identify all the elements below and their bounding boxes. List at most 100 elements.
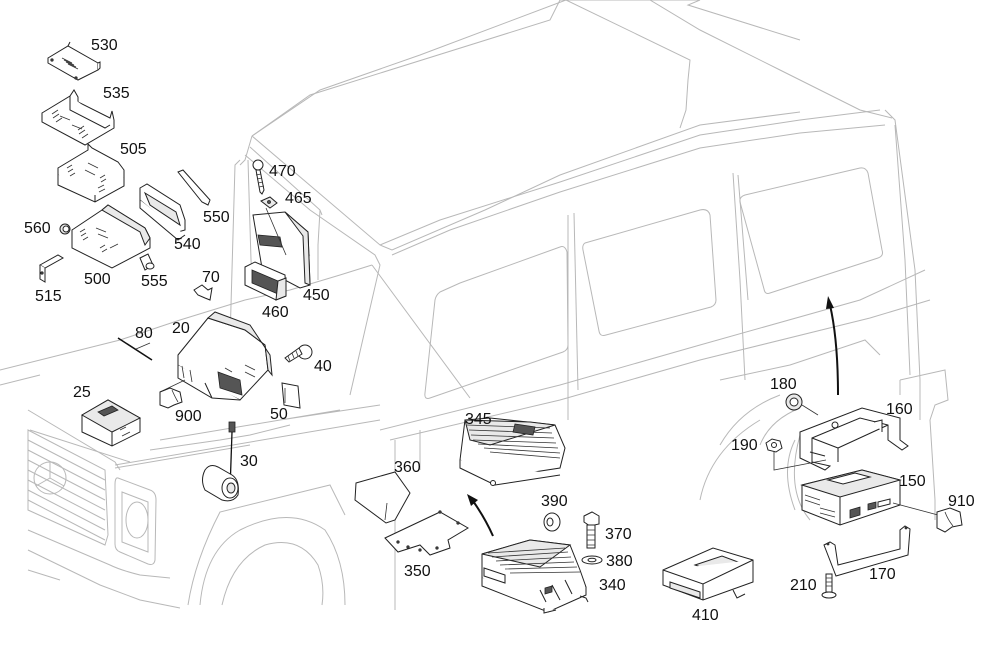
callout-180: 180 (770, 376, 797, 393)
side-step (719, 339, 881, 381)
hood-edge (27, 409, 381, 471)
part-180-grommet (785, 393, 819, 416)
part-360-cover (354, 471, 411, 524)
callout-40: 40 (314, 358, 332, 375)
roof-rear-edge (565, 0, 691, 129)
install-arrow-head-telematics (826, 296, 834, 309)
roof-outline (251, 0, 801, 251)
roof-side-upper (379, 109, 881, 246)
part-70-clip (193, 284, 213, 301)
part-470-screw (252, 159, 265, 195)
callout-555: 555 (141, 273, 168, 290)
bumper (27, 529, 181, 609)
callout-560: 560 (24, 220, 51, 237)
part-535-upper-bracket (41, 89, 115, 146)
part-190-nut (765, 438, 827, 471)
callout-460: 460 (262, 304, 289, 321)
callout-535: 535 (103, 85, 130, 102)
part-370-bolt (583, 511, 600, 549)
part-460-control-panel (244, 261, 287, 301)
callout-450: 450 (303, 287, 330, 304)
roof-rear (649, 0, 893, 119)
part-80-antenna-rod (117, 337, 153, 361)
grille (27, 429, 109, 546)
part-345-amplifier (459, 417, 566, 486)
rear-pillar (884, 109, 921, 420)
part-550-gasket (177, 169, 211, 206)
body-side-lower (394, 430, 421, 610)
b-pillar (567, 212, 579, 420)
callout-505: 505 (120, 141, 147, 158)
wheel-tire (221, 542, 324, 606)
bumper-lower (27, 569, 61, 581)
callout-30: 30 (240, 453, 258, 470)
part-350-mounting-plate (384, 510, 469, 556)
callout-70: 70 (202, 269, 220, 286)
callout-410: 410 (692, 607, 719, 624)
callout-530: 530 (91, 37, 118, 54)
part-500-mounting-housing (71, 204, 151, 269)
part-160-bracket (799, 407, 909, 471)
callout-170: 170 (869, 566, 896, 583)
callout-390: 390 (541, 493, 568, 510)
part-210-screw (821, 573, 837, 599)
rear-wheel-arch-inner (699, 419, 761, 501)
callout-900: 900 (175, 408, 202, 425)
part-555-sleeve (139, 253, 155, 271)
wheel-arch-outer (187, 484, 346, 606)
install-arrow-head-amplifier (467, 494, 478, 506)
callout-25: 25 (73, 384, 91, 401)
roof-side-lower (391, 124, 886, 256)
callout-360: 360 (394, 459, 421, 476)
callout-515: 515 (35, 288, 62, 305)
part-40-screw (284, 344, 313, 363)
callout-350: 350 (404, 563, 431, 580)
part-340-amplifier (481, 539, 589, 614)
callout-190: 190 (731, 437, 758, 454)
callout-160: 160 (886, 401, 913, 418)
callout-550: 550 (203, 209, 230, 226)
emblem-star (35, 462, 65, 487)
window-front-door-outline (424, 246, 569, 399)
rear-lower (929, 419, 936, 520)
part-30-sensor (202, 421, 239, 502)
headlight-bezel (121, 491, 149, 553)
part-900-label (159, 387, 183, 409)
part-25-control-module (80, 399, 142, 447)
callout-150: 150 (899, 473, 926, 490)
callout-500: 500 (84, 271, 111, 288)
fender-line (149, 424, 291, 451)
part-390-grommet (543, 512, 561, 532)
part-150-telematics-module (800, 469, 939, 526)
part-530-top-cover (47, 41, 101, 81)
part-465-clip-nut (260, 196, 278, 209)
callout-345: 345 (465, 411, 492, 428)
callout-210: 210 (790, 577, 817, 594)
callout-540: 540 (174, 236, 201, 253)
callout-380: 380 (606, 553, 633, 570)
install-arrow-amplifier (472, 500, 494, 537)
part-505-housing-frame (57, 142, 125, 203)
rear-corner (899, 369, 949, 421)
callout-910: 910 (948, 493, 975, 510)
part-170-strap-bracket (823, 525, 911, 577)
part-380-washer (581, 555, 603, 565)
callout-465: 465 (285, 190, 312, 207)
callout-370: 370 (605, 526, 632, 543)
window-middle-outline (582, 209, 717, 336)
callout-20: 20 (172, 320, 190, 337)
part-515-bracket-clip (39, 254, 64, 283)
grille-slats (27, 439, 106, 541)
part-540-bezel-frame (139, 183, 186, 241)
callout-470: 470 (269, 163, 296, 180)
hood-outline (0, 374, 381, 469)
wheel-arch-inner (199, 517, 346, 606)
roof-line (251, 0, 567, 137)
c-pillar (732, 172, 749, 381)
vehicle-outline (0, 0, 949, 610)
headlight-housing (114, 477, 157, 565)
part-910-label (936, 507, 963, 533)
install-arrow-telematics (829, 304, 839, 396)
